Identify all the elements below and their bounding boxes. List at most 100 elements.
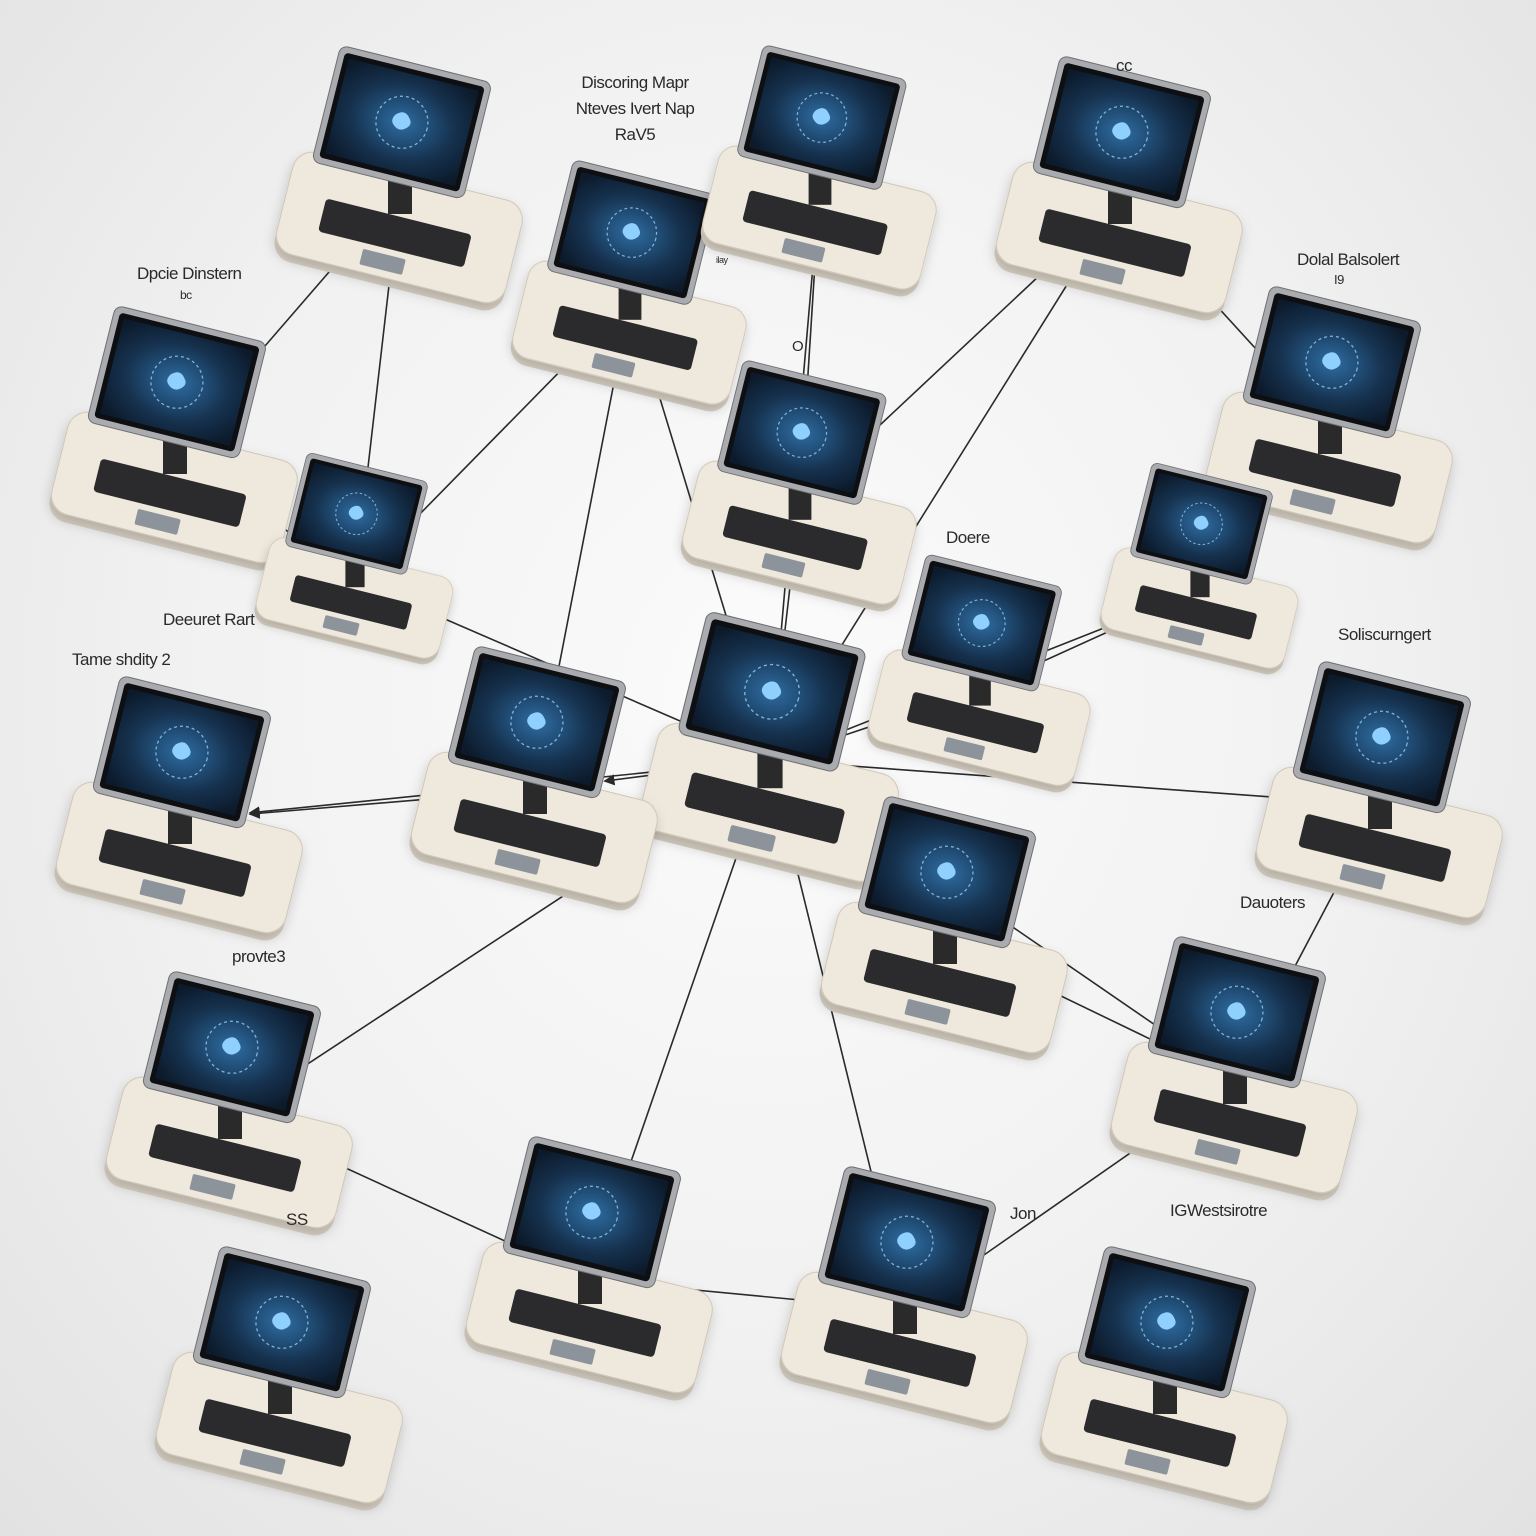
trackpad — [727, 825, 776, 852]
monitor — [87, 306, 266, 459]
network-icon — [792, 423, 811, 440]
trackpad — [943, 737, 985, 761]
computer-node — [1099, 463, 1299, 675]
network-icon — [812, 108, 831, 125]
monitor — [447, 646, 626, 799]
label-dpcie-sub: bc — [180, 288, 192, 302]
trackpad — [1289, 489, 1336, 515]
monitor — [717, 360, 887, 505]
computer-node — [867, 554, 1091, 793]
network-icon — [937, 862, 956, 880]
monitor — [678, 612, 866, 772]
monitor — [312, 46, 491, 199]
monitor — [502, 1136, 681, 1289]
keyboard-icon — [1298, 814, 1451, 882]
trackpad — [864, 1369, 911, 1395]
computer-node — [819, 796, 1068, 1061]
computer-node — [54, 676, 303, 941]
computer-node — [254, 453, 454, 665]
trackpad — [139, 879, 186, 905]
computer-node — [510, 160, 747, 412]
label-igwest: IGWestsirotre — [1170, 1201, 1268, 1220]
network-icon — [1372, 727, 1391, 745]
monitor — [192, 1246, 371, 1399]
connection-line — [839, 764, 1312, 805]
network-icon — [1157, 1312, 1176, 1330]
monitor — [547, 160, 717, 305]
network-icon — [1227, 1002, 1246, 1020]
network-icon — [527, 712, 546, 730]
computer-node — [779, 1166, 1028, 1431]
label-provtes: provte3 — [232, 947, 286, 966]
label-dolal: Dolal Balsolert — [1297, 250, 1400, 269]
monitor — [1077, 1246, 1256, 1399]
monitor-stand — [618, 287, 642, 320]
keyboard-icon — [1153, 1089, 1306, 1157]
trackpad — [1167, 625, 1205, 646]
computer-node — [274, 46, 523, 311]
trackpad — [1079, 259, 1126, 285]
label-tame: Tame shdity 2 — [72, 650, 171, 669]
keyboard-icon — [1135, 585, 1257, 640]
computer-node — [638, 612, 899, 890]
connection-line — [850, 247, 1070, 453]
keyboard-icon — [318, 199, 471, 267]
network-icon — [761, 681, 782, 700]
keyboard-icon — [823, 1319, 976, 1387]
keyboard-icon — [906, 692, 1044, 754]
monitor — [901, 554, 1062, 692]
network-icon — [1322, 352, 1341, 370]
connection-line — [610, 825, 748, 1215]
trackpad — [134, 509, 181, 535]
network-icon — [1193, 515, 1209, 530]
label-jon: Jon — [1010, 1204, 1036, 1223]
label-o: O — [792, 338, 804, 355]
keyboard-icon — [453, 799, 606, 867]
trackpad — [189, 1174, 236, 1200]
connection-line — [806, 258, 1084, 702]
trackpad — [761, 553, 806, 578]
computer-node — [1254, 661, 1503, 926]
trackpad — [549, 1339, 596, 1365]
computer-node — [464, 1136, 713, 1401]
keyboard-icon — [290, 575, 412, 630]
keyboard-icon — [198, 1399, 351, 1467]
keyboard-icon — [1038, 209, 1191, 277]
connection-line — [403, 349, 582, 531]
monitor — [817, 1166, 996, 1319]
label-deeuret: Deeuret Rart — [163, 610, 255, 629]
label-dauoters: Dauoters — [1240, 893, 1305, 912]
trackpad — [239, 1449, 286, 1475]
diagram-title: Discoring Mapr Nteves Ivert Nap RaV5 — [560, 70, 710, 148]
computer-node — [49, 306, 298, 571]
trackpad — [494, 849, 541, 875]
monitor — [142, 971, 321, 1124]
trackpad — [1124, 1449, 1171, 1475]
network-icon — [1112, 122, 1131, 140]
computer-node — [680, 360, 917, 612]
monitor — [1147, 936, 1326, 1089]
network-icon — [272, 1312, 291, 1330]
monitor — [1242, 286, 1421, 439]
network-icon — [172, 742, 191, 760]
connection-line — [544, 368, 618, 723]
keyboard-icon — [93, 459, 246, 527]
monitor — [857, 796, 1036, 949]
monitor-stand — [345, 560, 365, 588]
network-icon — [897, 1232, 916, 1250]
keyboard-icon — [684, 772, 845, 844]
monitor — [737, 45, 907, 190]
computer-node — [104, 971, 353, 1236]
keyboard-icon — [863, 949, 1016, 1017]
network-icon — [622, 223, 641, 240]
label-ss: SS — [286, 1210, 308, 1229]
keyboard-icon — [98, 829, 251, 897]
trackpad — [591, 353, 636, 378]
title-line-3: RaV5 — [614, 125, 656, 144]
network-icon — [222, 1037, 241, 1055]
trackpad — [359, 249, 406, 275]
trackpad — [904, 999, 951, 1025]
title-line-1: Discoring Mapr — [581, 73, 689, 92]
label-tag: ilay — [716, 255, 728, 265]
